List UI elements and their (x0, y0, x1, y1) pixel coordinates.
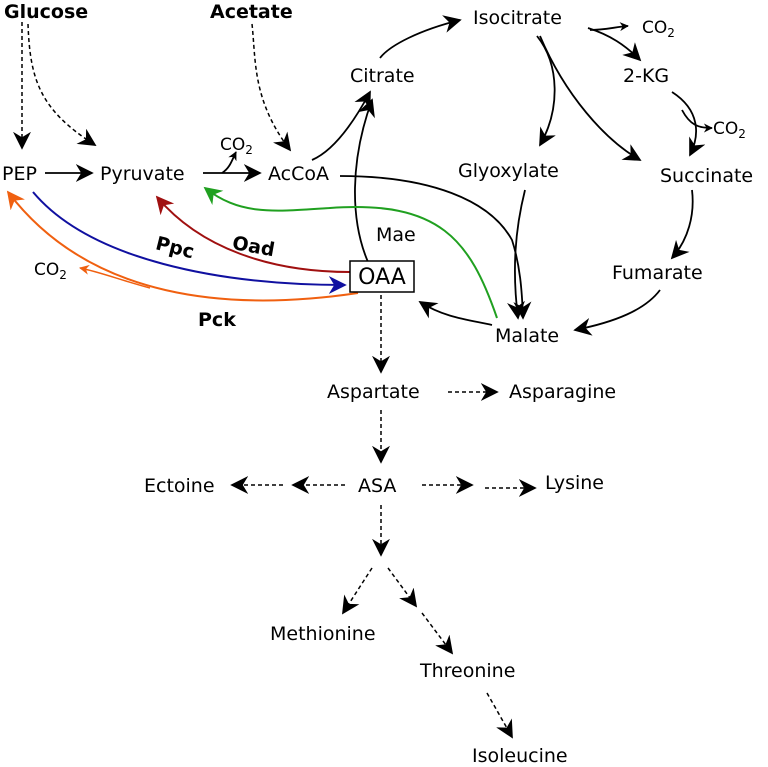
label-glyoxylate: Glyoxylate (458, 160, 559, 182)
enzyme-pck: Pck (198, 309, 236, 331)
label-pep: PEP (2, 163, 37, 185)
label-threonine: Threonine (419, 660, 515, 682)
co2-subscript: 2 (59, 268, 67, 282)
arrow-2kg-succinate (671, 91, 706, 157)
co2-pyruvate: CO2 (220, 135, 253, 157)
arrows (6, 15, 713, 739)
oaa-box (349, 260, 415, 293)
arrow-isocitrate-glyoxylate (536, 35, 556, 147)
label-acetate: Acetate (210, 1, 293, 23)
arrow-malate-oaa (418, 301, 493, 326)
arrow-2kg-co2 (681, 109, 713, 133)
label-succinate: Succinate (660, 165, 753, 187)
co2-main: CO (34, 260, 59, 280)
arrow-accoa-malate (339, 175, 532, 320)
label-asparagine: Asparagine (509, 381, 616, 403)
arrow-glucose-pyruvate (27, 23, 97, 146)
co2-subscript: 2 (667, 26, 675, 40)
co2-main: CO (642, 18, 667, 38)
label-fumarate: Fumarate (612, 262, 703, 284)
co2-pck: CO2 (34, 260, 67, 282)
arrow-citrate-isocitrate (379, 15, 462, 59)
label-aspartate: Aspartate (327, 381, 420, 403)
arrow-pck (6, 190, 359, 302)
label-asa: ASA (358, 475, 396, 497)
enzyme-oad: Oad (231, 232, 277, 261)
arrow-branch-threonine-2 (421, 612, 454, 655)
arrow-isocitrate-succinate (539, 35, 642, 161)
metabolite-labels: Glucose Acetate PEP Pyruvate AcCoA Citra… (2, 1, 753, 767)
co2-subscript: 2 (245, 143, 253, 157)
arrow-threonine-isoleucine (486, 692, 513, 739)
label-ectoine: Ectoine (144, 475, 215, 497)
label-lysine: Lysine (545, 472, 604, 494)
co2-2kg: CO2 (713, 119, 746, 141)
arrow-accoa-citrate (311, 90, 371, 161)
label-oaa: OAA (358, 265, 406, 290)
arrow-branch-methionine (342, 567, 373, 615)
arrow-mae (203, 186, 498, 319)
label-accoa: AcCoA (268, 163, 329, 185)
enzyme-ppc: Ppc (153, 233, 196, 264)
arrow-oaa-citrate (354, 98, 375, 263)
arrow-succinate-fumarate (670, 189, 694, 260)
co2-isocitrate: CO2 (642, 18, 675, 40)
label-methionine: Methionine (270, 623, 376, 645)
co2-subscript: 2 (738, 127, 746, 141)
arrow-pyruvate-co2 (221, 151, 237, 174)
co2-main: CO (713, 119, 738, 139)
arrow-oad (155, 195, 351, 273)
label-malate: Malate (495, 325, 559, 347)
label-glucose: Glucose (4, 1, 88, 23)
arrow-ppc (32, 191, 347, 294)
co2-labels: CO2 CO2 CO2 CO2 (34, 18, 746, 282)
label-pyruvate: Pyruvate (100, 163, 185, 185)
arrow-branch-threonine-1 (387, 567, 418, 608)
co2-main: CO (220, 135, 245, 155)
arrow-pck-co2 (79, 264, 151, 289)
label-isoleucine: Isoleucine (472, 745, 568, 767)
arrow-acetate-accoa (251, 23, 292, 152)
enzyme-mae: Mae (376, 224, 416, 246)
label-2kg: 2-KG (623, 65, 669, 87)
label-isocitrate: Isocitrate (473, 7, 562, 29)
arrow-fumarate-malate (573, 289, 661, 336)
arrow-isocitrate-co2 (589, 22, 629, 32)
arrow-isocitrate-2kg (587, 27, 642, 62)
label-citrate: Citrate (350, 65, 415, 87)
